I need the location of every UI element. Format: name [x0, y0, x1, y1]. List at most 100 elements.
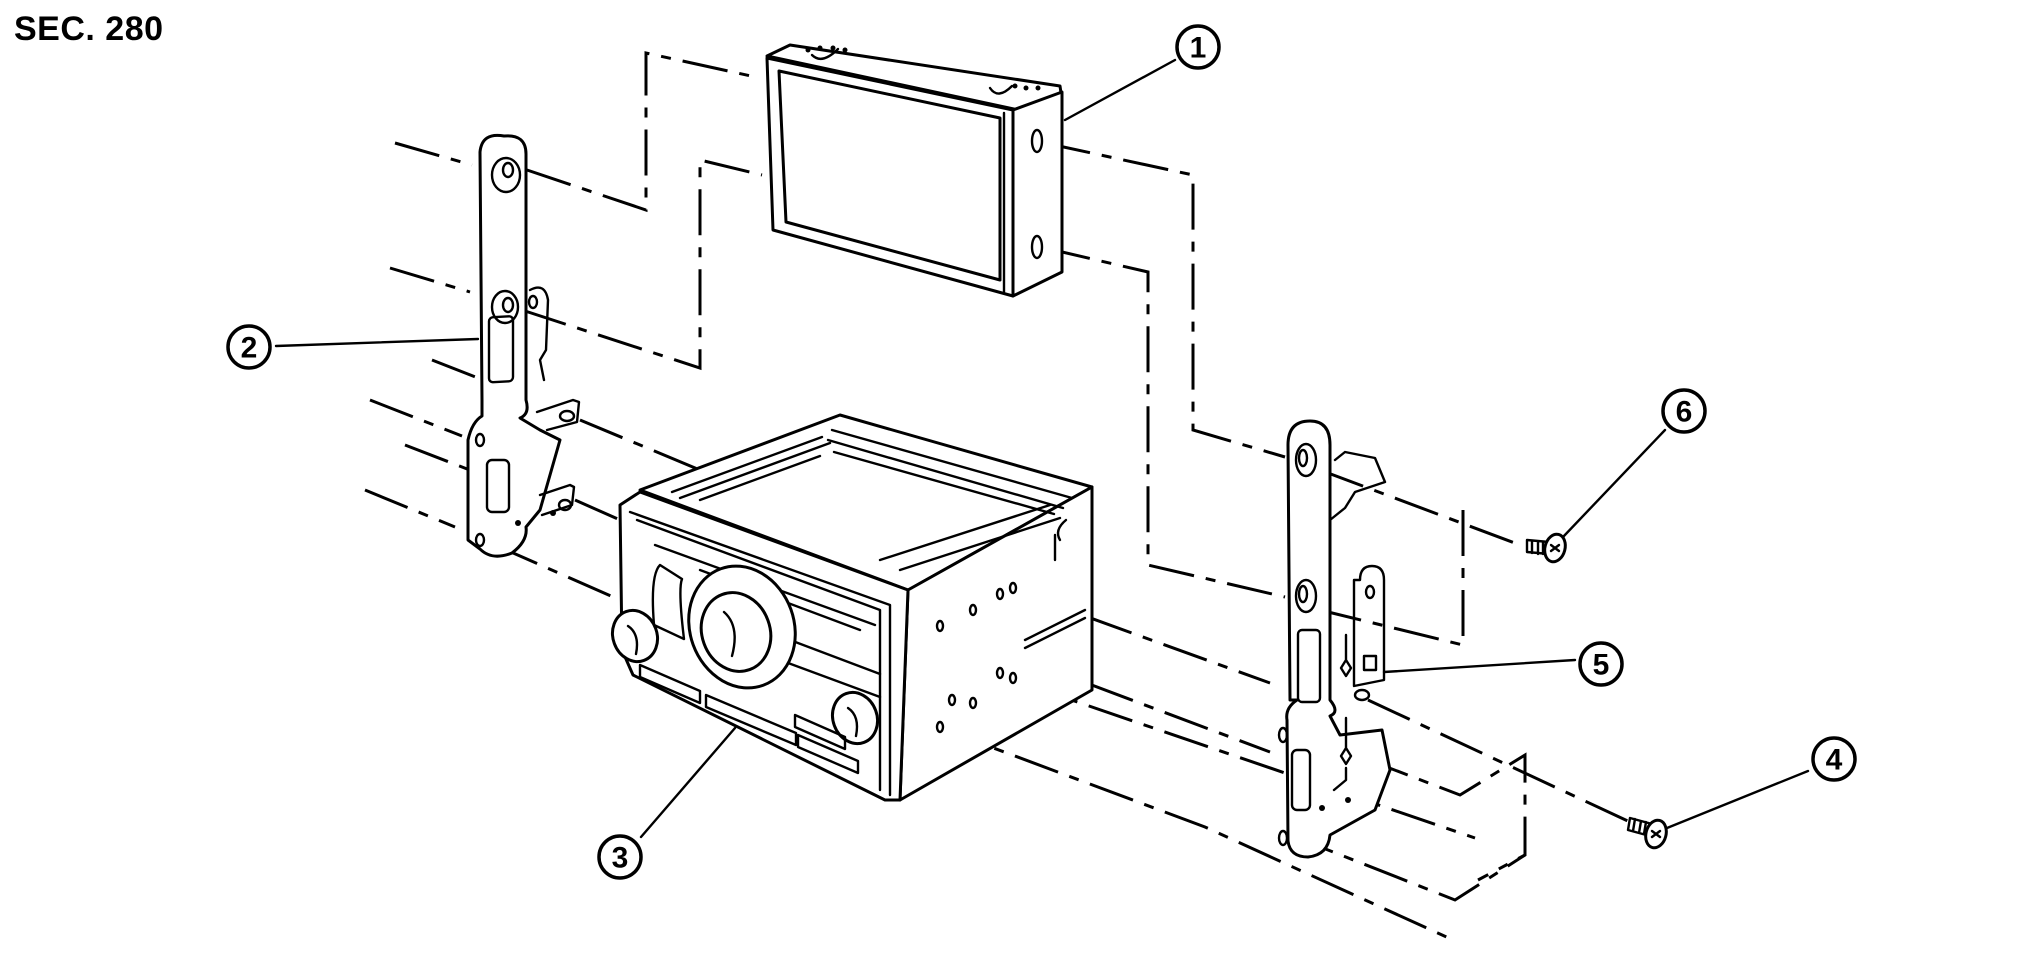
bracket-hole — [490, 156, 522, 194]
callout-number: 1 — [1190, 32, 1207, 65]
callout-5: 5 — [1578, 641, 1624, 687]
phillips-cross-icon — [1549, 543, 1561, 553]
alignment-line — [1367, 698, 1631, 824]
bracket-hole — [1294, 578, 1318, 614]
leader-line-4 — [1665, 769, 1810, 830]
bracket-hole-inner — [1297, 448, 1309, 468]
bracket-hole — [474, 532, 486, 548]
bracket-slot — [1290, 748, 1312, 812]
bracket-tab-hole — [1353, 688, 1371, 702]
lower-screw — [1626, 769, 1810, 850]
callout-circle — [1175, 24, 1221, 70]
callout-number: 3 — [612, 842, 629, 875]
display-front-face — [765, 56, 1015, 298]
callout-6: 6 — [1661, 388, 1707, 434]
leader-line-6 — [1561, 428, 1667, 539]
audio-preset-buttons — [638, 663, 860, 775]
display-top-detail — [988, 84, 1014, 95]
callout-circle — [597, 834, 643, 880]
phillips-cross-icon — [1650, 829, 1662, 839]
alignment-line — [521, 158, 763, 371]
bracket-slot — [1296, 628, 1322, 704]
alignment-line — [939, 726, 1454, 942]
upper-screw — [1525, 428, 1667, 564]
right-bracket — [1277, 419, 1577, 859]
audio-side-detail — [1053, 518, 1068, 562]
left-bracket — [274, 133, 581, 558]
alignment-line — [364, 488, 456, 529]
alignment-line — [369, 398, 463, 438]
callout-3: 3 — [597, 834, 643, 880]
bracket-hole-inner — [1297, 584, 1309, 604]
alignment-line — [579, 418, 701, 472]
audio-unit — [610, 413, 1094, 839]
bracket-slot — [485, 458, 511, 514]
alignment-line — [404, 443, 476, 474]
leader-line-5 — [1382, 658, 1577, 674]
audio-side-holes — [935, 581, 1018, 734]
audio-top-vents — [670, 428, 1074, 572]
audio-knob-shade — [846, 706, 859, 738]
alignment-line — [431, 358, 479, 380]
display-side-face — [1011, 90, 1064, 298]
alignment-line — [1044, 246, 1286, 599]
section-label: SEC. 280 — [14, 10, 164, 48]
bracket-hole — [1277, 829, 1289, 847]
bracket-hole — [490, 289, 520, 325]
right-bracket-plate — [1285, 419, 1392, 859]
bracket-slot — [487, 315, 515, 384]
display-top-detail — [810, 47, 840, 61]
bracket-hole-inner — [501, 296, 515, 314]
audio-bezel-line — [628, 510, 892, 797]
callout-number: 5 — [1593, 649, 1610, 682]
alignment-line — [1012, 678, 1476, 840]
callout-circle — [1811, 736, 1857, 782]
bracket-hole — [1277, 726, 1289, 744]
callout-number: 6 — [1676, 396, 1693, 429]
callout-1: 1 — [1175, 24, 1221, 70]
alignment-line — [1319, 510, 1465, 647]
callout-circle — [1578, 641, 1624, 687]
bracket-tab — [1328, 450, 1387, 522]
audio-knob-shade — [722, 610, 736, 658]
alignment-line — [526, 51, 761, 213]
bracket-clip — [1332, 716, 1353, 792]
bracket-clip — [1339, 633, 1353, 678]
callout-4: 4 — [1811, 736, 1857, 782]
display-mount-hole — [1030, 128, 1044, 154]
audio-bezel-line — [635, 518, 882, 792]
audio-button — [651, 563, 686, 641]
bracket-tab-hole — [558, 409, 576, 423]
display-unit — [765, 43, 1177, 298]
alignment-line — [394, 141, 473, 167]
bracket-hole — [1294, 442, 1318, 478]
bracket-tab-hole — [557, 498, 573, 512]
bracket-square-hole — [1362, 654, 1378, 672]
callout-number: 4 — [1826, 744, 1843, 777]
bracket-hole — [474, 432, 486, 448]
alignment-line — [1289, 728, 1527, 882]
bracket-hole-inner — [501, 161, 515, 179]
leader-line-1 — [1063, 58, 1177, 122]
callout-2: 2 — [226, 324, 272, 370]
leader-line-3 — [639, 726, 737, 839]
bracket-tab — [528, 286, 550, 382]
callout-circle — [1661, 388, 1707, 434]
callout-number: 2 — [241, 332, 258, 365]
display-screen — [777, 69, 1002, 282]
bracket-tab-hole — [527, 294, 539, 310]
bracket-tab-hole — [1364, 584, 1376, 600]
display-mount-hole — [1030, 234, 1044, 260]
audio-knob-shade — [626, 624, 639, 656]
bracket-tab — [1352, 564, 1386, 688]
audio-center-knob — [699, 591, 773, 673]
alignment-line — [1044, 141, 1286, 459]
audio-side-slot — [1023, 608, 1087, 650]
bracket-tab — [535, 398, 581, 432]
alignment-line — [574, 498, 621, 522]
alignment-line — [1289, 833, 1526, 902]
alignment-line — [1319, 468, 1521, 547]
alignment-line — [389, 266, 471, 294]
callout-circle — [226, 324, 272, 370]
